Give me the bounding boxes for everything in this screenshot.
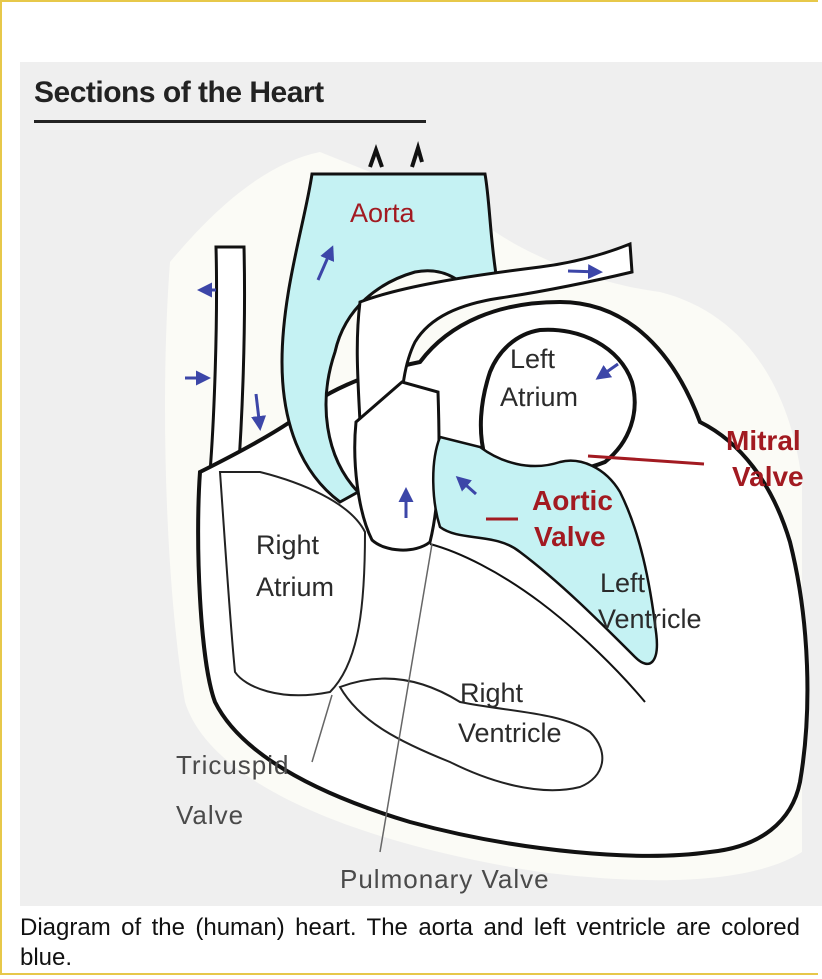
vena-cava <box>210 247 245 477</box>
label-left-ventricle-2: Ventricle <box>598 604 702 634</box>
label-tricuspid-1: Tricuspid <box>176 750 290 780</box>
label-right-ventricle-2: Ventricle <box>458 718 562 748</box>
label-left-ventricle-1: Left <box>600 568 646 598</box>
label-tricuspid-2: Valve <box>176 800 244 830</box>
figure-title: Sections of the Heart <box>34 76 324 110</box>
label-pulmonary-valve: Pulmonary Valve <box>340 864 550 894</box>
aorta-top-notches <box>370 148 422 167</box>
heart-diagram: Aorta Left Atrium Mitral Valve Aortic Va… <box>20 62 822 906</box>
label-mitral-1: Mitral <box>726 425 801 456</box>
label-aorta: Aorta <box>350 198 416 228</box>
label-mitral-2: Valve <box>732 461 804 492</box>
label-right-ventricle-1: Right <box>460 678 524 708</box>
label-right-atrium-2: Atrium <box>256 572 334 602</box>
label-right-atrium-1: Right <box>256 530 320 560</box>
title-underline <box>34 120 426 123</box>
label-aortic-2: Valve <box>534 521 606 552</box>
heart-illustration: Aorta Left Atrium Mitral Valve Aortic Va… <box>20 62 822 906</box>
label-aortic-1: Aortic <box>532 485 613 516</box>
figure-title-block: Sections of the Heart <box>34 76 324 110</box>
label-left-atrium-2: Atrium <box>500 382 578 412</box>
figure-caption: Diagram of the (human) heart. The aorta … <box>20 913 800 973</box>
label-left-atrium-1: Left <box>510 344 556 374</box>
arrow-pulmonary <box>568 271 600 272</box>
